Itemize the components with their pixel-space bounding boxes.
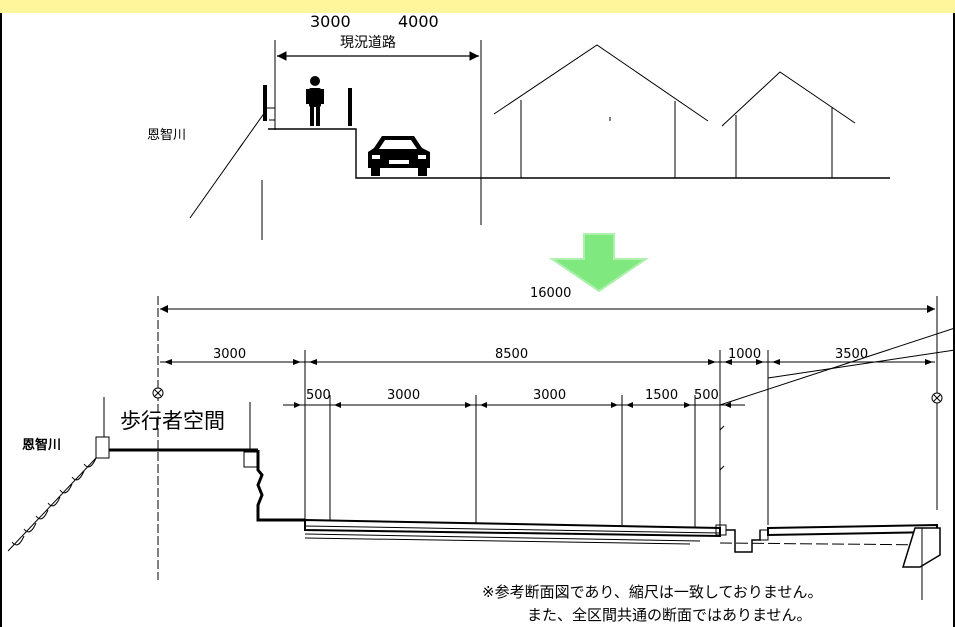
- down-arrow-icon: [548, 233, 650, 293]
- frame-right: [953, 13, 955, 627]
- pedestrian-icon: [306, 76, 324, 126]
- current-road-section: 3000 4000 現況道路 恩智川: [147, 12, 890, 240]
- retaining-wall: [256, 450, 305, 522]
- dim-row1-label: 8500: [495, 347, 528, 362]
- river-embankment: [7, 397, 110, 552]
- wall-post: [263, 85, 267, 121]
- embankment-slope: [189, 111, 266, 219]
- dim-row1-label: 3500: [835, 347, 868, 362]
- total-width-label: 16000: [530, 286, 571, 301]
- right-sidewalk-pavement: [767, 523, 938, 537]
- frame-left: [0, 13, 2, 627]
- proposed-river-label: 恩智川: [22, 437, 61, 453]
- gutter: [726, 529, 761, 553]
- bollard: [348, 88, 352, 126]
- roadway-pavement: [304, 518, 721, 538]
- dim-row1-label: 3000: [213, 347, 246, 362]
- dim-row2-label: 500: [694, 388, 719, 403]
- house-icon: [493, 44, 709, 178]
- note-line-1: ※参考断面図であり、縮尺は一致しておりません。: [482, 583, 822, 601]
- center-mark: [152, 387, 164, 399]
- pedestrian-space-label: 歩行者空間: [120, 409, 225, 433]
- proposed-section: 16000 3000 8500 1000 3500 500 3000 3000: [7, 286, 955, 624]
- dim-row2-label: 500: [306, 388, 331, 403]
- dim-row2-label: 1500: [645, 388, 678, 403]
- top-banner: [0, 0, 955, 13]
- note-line-2: また、全区間共通の断面ではありません。: [527, 606, 812, 624]
- current-road-title: 現況道路: [340, 35, 396, 51]
- dim-row2-label: 3000: [387, 388, 420, 403]
- dim-row2-label: 3000: [533, 388, 566, 403]
- dim-road-label: 4000: [398, 12, 439, 31]
- dim-row1-label: 1000: [728, 347, 761, 362]
- road-surface: [268, 128, 890, 179]
- dim-sidewalk-label: 3000: [310, 12, 351, 31]
- center-mark: [931, 392, 943, 404]
- car-icon: [368, 136, 430, 176]
- current-river-label: 恩智川: [147, 128, 186, 143]
- house-icon: [721, 71, 856, 178]
